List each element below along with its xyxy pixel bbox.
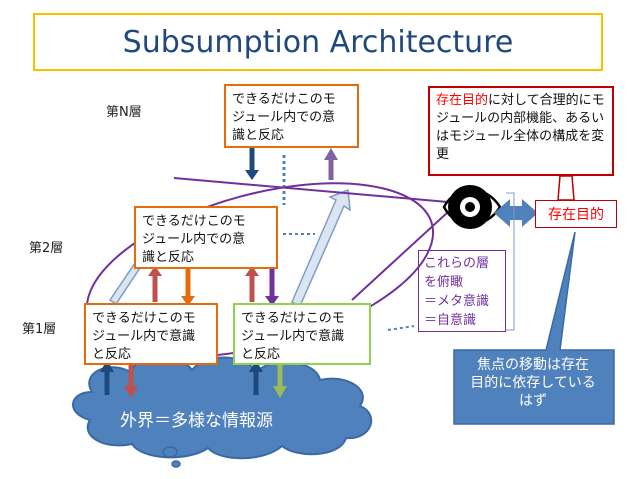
layer-n-label: 第N層 <box>106 105 142 120</box>
focus-lines <box>173 177 449 301</box>
focus-callout-text: 焦点の移動は存在 目的に依存している はず <box>470 357 596 409</box>
dotted-connectors <box>282 155 415 331</box>
purpose-label: 存在目的 <box>548 207 604 223</box>
eye-icon <box>442 185 502 229</box>
module-layer-1-right: できるだけこのモ ジュール内で意識 と反応 <box>233 303 371 365</box>
module-layer-2: できるだけこのモ ジュール内での意 識と反応 <box>134 206 278 269</box>
focus-callout <box>453 231 615 425</box>
module-layer-1-left: できるだけこのモ ジュール内で意識 と反応 <box>84 303 218 365</box>
top-arrows <box>245 148 338 180</box>
note-callout-tail <box>557 175 575 201</box>
cloud-label: 外界＝多様な情報源 <box>120 411 273 431</box>
purpose-box: 存在目的 <box>535 200 617 228</box>
meta-bracket <box>506 192 515 331</box>
input-arrows-right <box>249 360 287 398</box>
cloud-shape <box>72 355 373 468</box>
page-title: Subsumption Architecture <box>122 24 514 60</box>
purpose-note-text: に対して合理的にモジュールの内部機能、あるいはモジュール全体の構成を変更 <box>436 93 605 162</box>
title-box: Subsumption Architecture <box>33 13 603 71</box>
layer-arrows <box>148 266 279 306</box>
module-layer-n: できるだけこのモ ジュール内での意 識と反応 <box>224 84 359 148</box>
purpose-note-highlight: 存在目的 <box>436 93 489 108</box>
purpose-note: 存在目的に対して合理的にモジュールの内部機能、あるいはモジュール全体の構成を変更 <box>428 86 614 176</box>
layer-1-label: 第1層 <box>22 322 57 337</box>
layer-2-label: 第2層 <box>29 241 64 256</box>
meta-awareness-box: これらの層 を俯瞰 ＝メタ意識 ＝自意識 <box>418 250 506 332</box>
eye-purpose-arrow <box>494 199 538 227</box>
